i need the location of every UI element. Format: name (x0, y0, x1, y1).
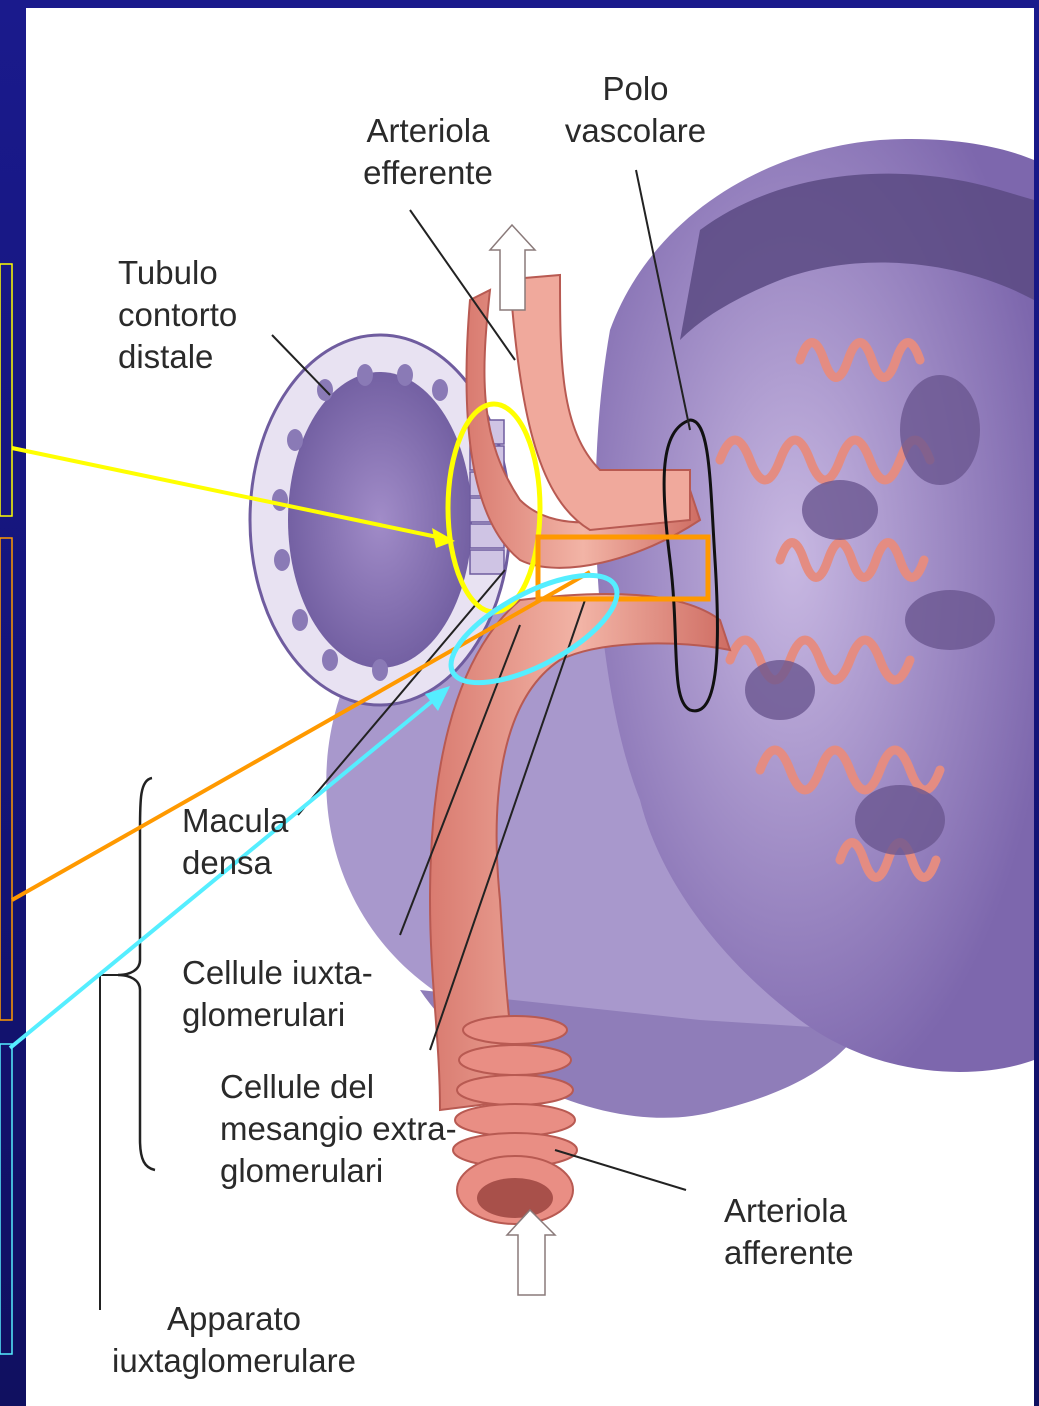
label-line: afferente (724, 1232, 854, 1274)
label-line: densa (182, 842, 288, 884)
label-line: Polo (548, 68, 723, 110)
label-cellule-mesangio: Cellule del mesangio extra- glomerulari (220, 1066, 457, 1192)
label-line: Tubulo (118, 252, 237, 294)
label-line: Apparato (94, 1298, 374, 1340)
label-line: Cellule iuxta- (182, 952, 373, 994)
label-apparato-iuxtaglomerulare: Apparato iuxtaglomerulare (94, 1298, 374, 1382)
orange-annotation-box (0, 538, 12, 1020)
label-line: iuxtaglomerulare (94, 1340, 374, 1382)
label-line: distale (118, 336, 237, 378)
label-line: contorto (118, 294, 237, 336)
label-line: glomerulari (182, 994, 373, 1036)
label-line: Macula (182, 800, 288, 842)
label-macula-densa: Macula densa (182, 800, 288, 884)
label-line: glomerulari (220, 1150, 457, 1192)
label-arteriola-efferente: Arteriola efferente (328, 110, 528, 194)
label-line: mesangio extra- (220, 1108, 457, 1150)
label-line: Arteriola (328, 110, 528, 152)
label-cellule-iuxtaglomerulari: Cellule iuxta- glomerulari (182, 952, 373, 1036)
label-arteriola-afferente: Arteriola afferente (724, 1190, 854, 1274)
label-tubulo-contorto-distale: Tubulo contorto distale (118, 252, 237, 378)
yellow-annotation-box (0, 264, 12, 516)
label-line: efferente (328, 152, 528, 194)
label-line: vascolare (548, 110, 723, 152)
cyan-annotation-box (0, 1044, 12, 1354)
label-polo-vascolare: Polo vascolare (548, 68, 723, 152)
label-line: Arteriola (724, 1190, 854, 1232)
label-line: Cellule del (220, 1066, 457, 1108)
